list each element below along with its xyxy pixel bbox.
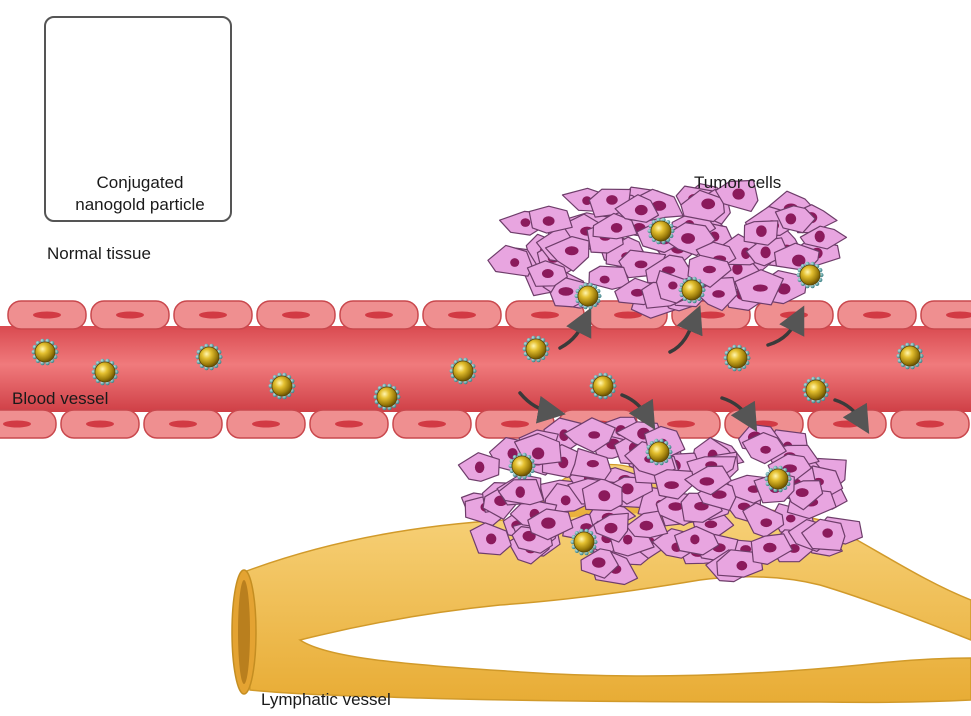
tumor-cell xyxy=(744,221,778,245)
vessel-wall-cell xyxy=(310,410,388,438)
vessel-wall-cell xyxy=(227,410,305,438)
vessel-wall-cell xyxy=(340,301,418,329)
vessel-wall-cell xyxy=(393,410,471,438)
tumor-cell xyxy=(458,453,499,482)
tumor-cells-label: Tumor cells xyxy=(694,173,781,193)
vessel-wall-cell xyxy=(423,301,501,329)
vessel-wall-cell xyxy=(144,410,222,438)
legend-caption: Conjugated nanogold particle xyxy=(46,172,234,216)
normal-tissue-label: Normal tissue xyxy=(47,244,151,264)
lymphatic-vessel-label: Lymphatic vessel xyxy=(261,690,391,710)
vessel-wall-cell xyxy=(0,410,56,438)
vessel-wall-cell xyxy=(91,301,169,329)
vessel-wall-cell xyxy=(61,410,139,438)
legend-caption-line1: Conjugated xyxy=(46,172,234,194)
vessel-wall-cell xyxy=(808,410,886,438)
legend-box: Conjugated nanogold particle xyxy=(44,16,232,222)
tumor-mass-upper xyxy=(488,180,847,318)
legend-caption-line2: nanogold particle xyxy=(46,194,234,216)
vessel-wall-cell xyxy=(257,301,335,329)
vessel-wall-cell xyxy=(921,301,971,329)
blood-vessel xyxy=(0,301,971,438)
vessel-wall-cell xyxy=(891,410,969,438)
vessel-wall-cell xyxy=(174,301,252,329)
vessel-wall-cell xyxy=(8,301,86,329)
vessel-wall-cell xyxy=(838,301,916,329)
blood-vessel-label: Blood vessel xyxy=(12,389,108,409)
tumor-cell xyxy=(529,206,572,233)
